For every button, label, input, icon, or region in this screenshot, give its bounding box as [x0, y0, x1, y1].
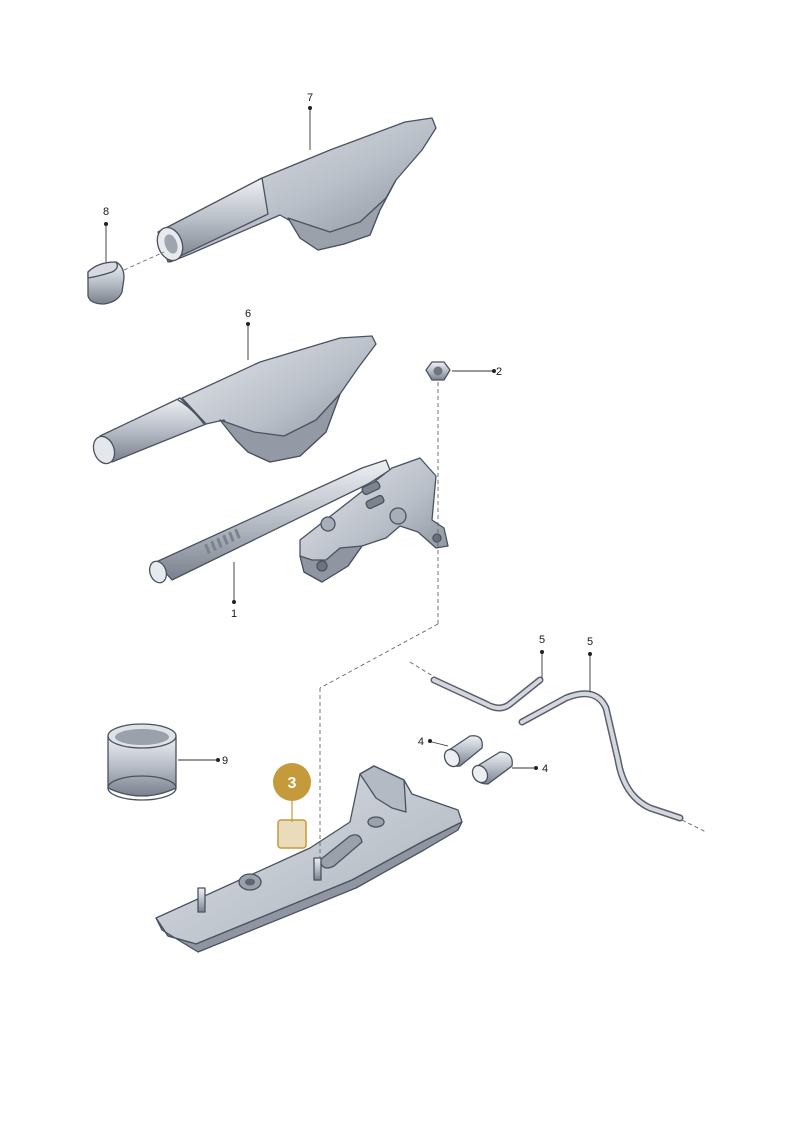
rod-part-5-short — [430, 676, 544, 712]
callout-4-lower: 4 — [542, 763, 548, 775]
callout-5-left: 5 — [539, 634, 545, 646]
end-cap-part-8 — [87, 261, 125, 305]
clip-part-4-lower — [471, 751, 513, 785]
callout-7: 7 — [307, 92, 313, 104]
handbrake-lever-part-1 — [148, 457, 449, 584]
lever-cover-part-7 — [156, 117, 437, 263]
rod-part-5-long — [518, 690, 684, 822]
mounting-bracket-part-3[interactable] — [155, 765, 463, 953]
leader-lines — [104, 106, 707, 858]
callout-4-upper: 4 — [418, 736, 424, 748]
callout-6: 6 — [245, 308, 251, 320]
callout-2: 2 — [496, 366, 502, 378]
callout-9: 9 — [222, 755, 228, 767]
callout-1: 1 — [231, 608, 237, 620]
clip-part-4-upper — [443, 735, 483, 768]
part-3-badge[interactable] — [273, 763, 311, 801]
nut-part-2 — [425, 361, 451, 381]
lever-grip-part-6 — [92, 335, 377, 465]
sleeve-part-9 — [107, 723, 177, 801]
callout-5-right: 5 — [587, 636, 593, 648]
callout-3: 3 — [288, 775, 297, 792]
callout-labels: 7 8 6 2 1 9 5 5 4 4 — [103, 92, 593, 775]
callout-8: 8 — [103, 206, 109, 218]
part-3-highlight[interactable]: 3 — [273, 763, 311, 849]
